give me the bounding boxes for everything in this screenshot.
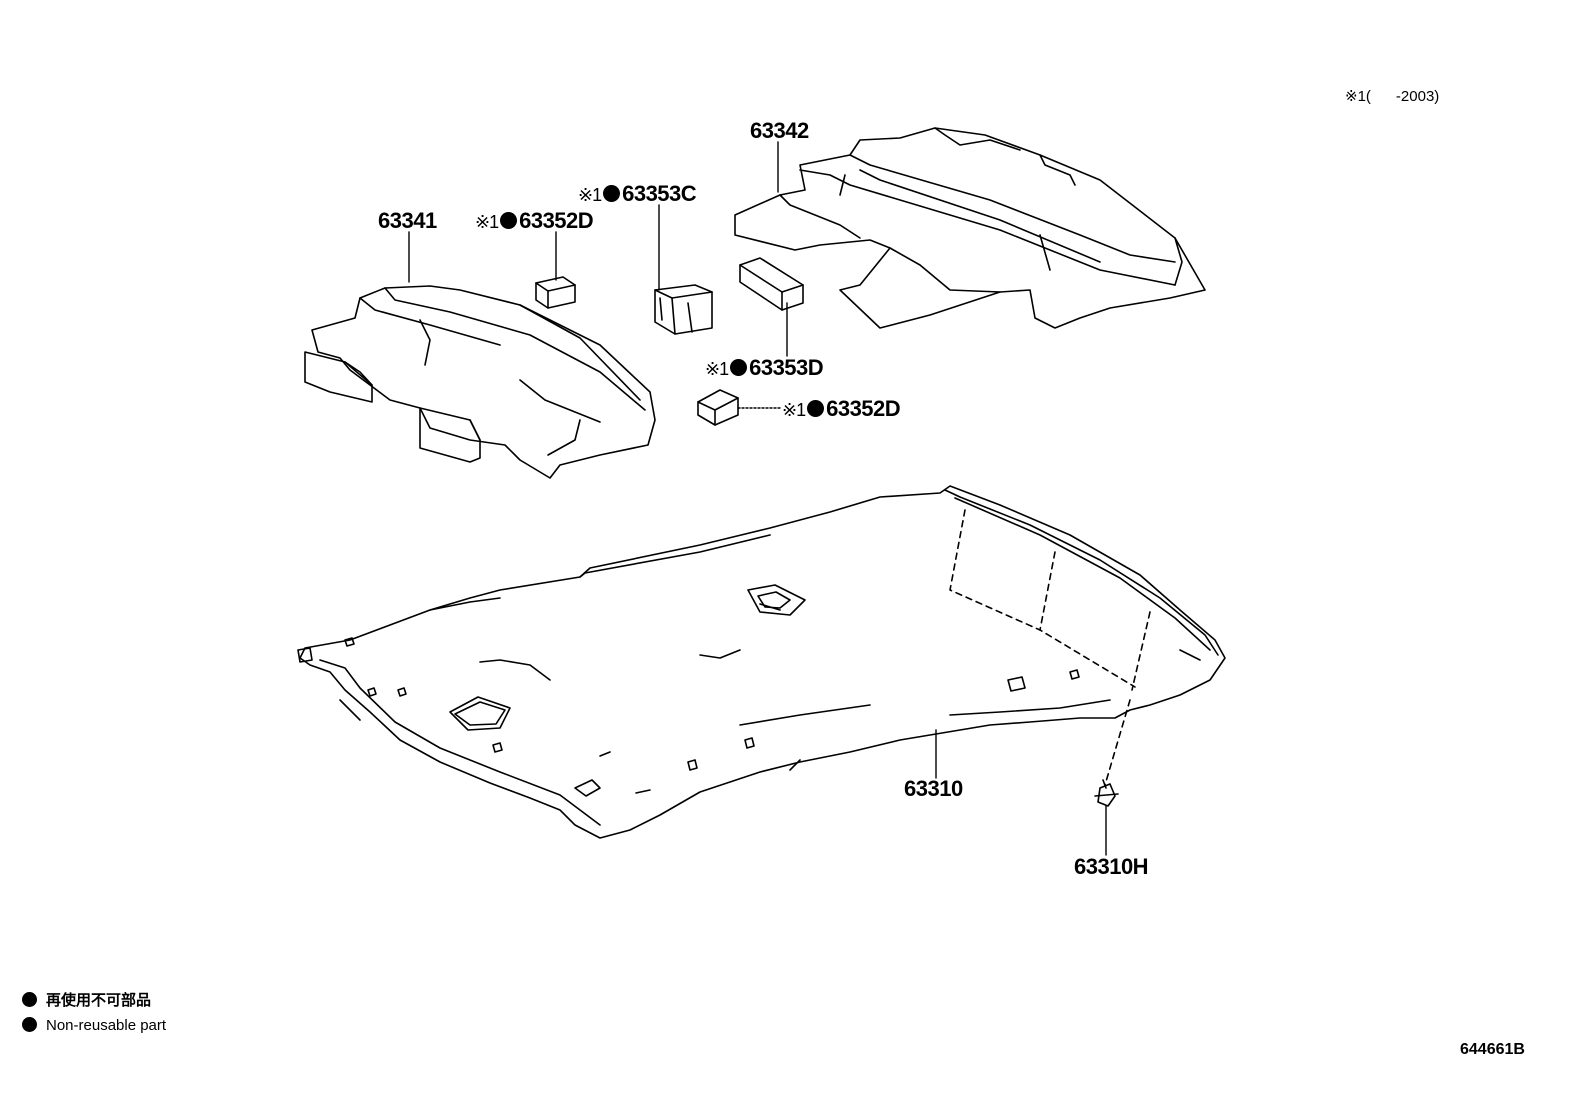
applicability-range: ( -2003) xyxy=(1365,88,1440,105)
non-reusable-dot-icon xyxy=(22,992,37,1007)
label-63310[interactable]: 63310 xyxy=(904,778,963,800)
part-number: 63353C xyxy=(622,181,697,206)
legend-english-text: Non-reusable part xyxy=(46,1017,167,1034)
pad-63353C xyxy=(654,284,713,335)
applicability-mark: ※1 xyxy=(705,359,729,379)
label-63352D-lower[interactable]: ※1 63352D xyxy=(782,396,901,421)
pad-63352D-upper xyxy=(535,276,576,309)
illustration-code: 644661B xyxy=(1460,1041,1525,1058)
legend-english: Non-reusable part xyxy=(22,1017,166,1033)
label-63341[interactable]: 63341 xyxy=(378,210,437,232)
non-reusable-dot-icon xyxy=(730,359,748,376)
part-number: 63352D xyxy=(519,208,594,233)
part-number: 63341 xyxy=(378,208,437,233)
silencer-pad-63341 xyxy=(304,285,656,479)
label-63342[interactable]: 63342 xyxy=(750,120,809,142)
roof-headliner-63310 xyxy=(297,485,1226,839)
legend-japanese: 再使用不可部品 xyxy=(22,992,151,1008)
part-number: 63310 xyxy=(904,776,963,801)
label-63310H[interactable]: 63310H xyxy=(1074,854,1149,879)
applicability-mark: ※1 xyxy=(782,400,806,420)
non-reusable-dot-icon xyxy=(807,400,825,417)
label-63353C[interactable]: ※1 63353C xyxy=(578,181,697,206)
part-number: 63310H xyxy=(1074,854,1149,879)
label-63353D[interactable]: ※1 63353D xyxy=(705,355,824,380)
non-reusable-dot-icon xyxy=(603,185,621,202)
legend-japanese-text: 再使用不可部品 xyxy=(46,992,152,1009)
leader-lines xyxy=(408,141,1107,856)
applicability-mark: ※1 xyxy=(578,185,602,205)
silencer-pad-63342 xyxy=(734,127,1206,329)
non-reusable-dot-icon xyxy=(22,1017,37,1032)
non-reusable-dot-icon xyxy=(500,212,518,229)
applicability-mark: ※1 xyxy=(1345,88,1366,105)
clip-63310H xyxy=(1094,779,1119,807)
applicability-note: ※1( -2003) xyxy=(1345,89,1439,104)
label-63352D-upper[interactable]: ※1 63352D xyxy=(475,208,594,233)
part-number: 63353D xyxy=(749,355,824,380)
pad-63353D xyxy=(739,257,804,311)
part-number: 63352D xyxy=(826,396,901,421)
part-number: 63342 xyxy=(750,118,809,143)
pad-63352D-lower xyxy=(697,389,739,426)
applicability-mark: ※1 xyxy=(475,212,499,232)
